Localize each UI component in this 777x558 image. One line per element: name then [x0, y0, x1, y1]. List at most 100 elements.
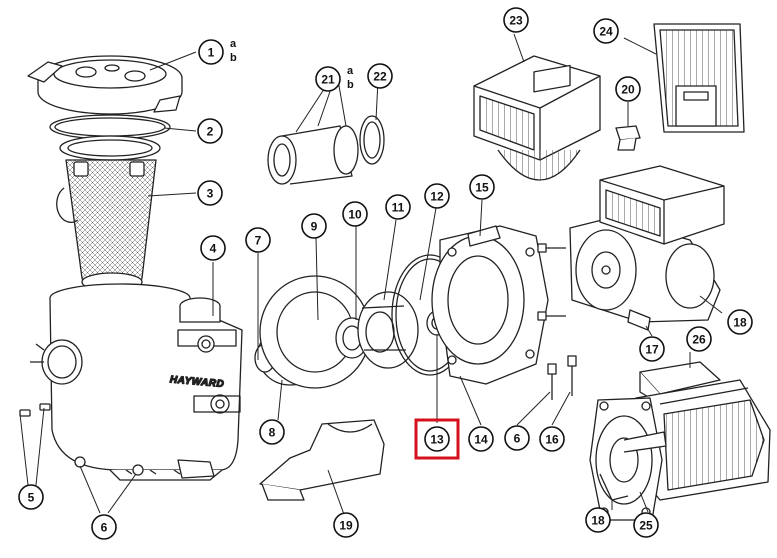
callout-circle — [198, 39, 224, 65]
callout-25: 25 — [633, 512, 659, 538]
callout-circle — [259, 419, 285, 445]
callout-circle — [385, 194, 411, 220]
callout-number: 1 — [208, 46, 215, 60]
callout-number: 3 — [207, 187, 214, 201]
callout-3: 3 — [197, 180, 223, 206]
callout-circle — [18, 484, 44, 510]
callout-circle — [727, 309, 753, 335]
callout-18a: 18 — [727, 309, 753, 335]
impeller — [357, 291, 419, 369]
control-interface-plate — [653, 23, 745, 133]
housing-bolts — [537, 243, 577, 400]
callout-circle — [424, 183, 450, 209]
callout-number: 26 — [692, 333, 706, 347]
callout-1: 1 ab — [198, 38, 237, 65]
callout-number: 6 — [514, 432, 521, 446]
callout-circle — [197, 180, 223, 206]
callout-number: 25 — [639, 519, 653, 533]
callout-number: 16 — [545, 433, 559, 447]
callout-number: 24 — [599, 25, 613, 39]
callout-number: 12 — [430, 190, 444, 204]
leader-lines — [19, 33, 723, 521]
callout-20: 20 — [615, 76, 641, 102]
drive-controller — [473, 55, 601, 181]
callout-5: 5 — [18, 484, 44, 510]
callout-14: 14 — [468, 426, 494, 452]
callout-circle — [633, 512, 659, 538]
callout-17: 17 — [639, 336, 665, 362]
union-fittings — [267, 115, 385, 185]
callout-circle — [245, 227, 271, 253]
callout-number: 10 — [348, 208, 362, 222]
callout-circle — [315, 66, 341, 92]
callout-circle — [469, 174, 495, 200]
callout-number: 21 — [321, 73, 335, 87]
callout-subletter: b — [230, 52, 237, 64]
strainer-basket — [56, 135, 161, 292]
callout-number: 8 — [269, 426, 276, 440]
callout-26: 26 — [686, 326, 712, 352]
callout-number: 11 — [392, 201, 405, 215]
callout-circle — [333, 512, 359, 538]
callout-circle — [342, 201, 368, 227]
callout-circle — [197, 118, 223, 144]
callout-number: 15 — [475, 181, 489, 195]
callout-number: 17 — [645, 343, 659, 357]
callout-19: 19 — [333, 512, 359, 538]
callout-number: 14 — [474, 433, 488, 447]
callout-number: 18 — [591, 514, 605, 528]
callout-subletter: a — [347, 65, 354, 77]
callout-number: 5 — [28, 491, 35, 505]
callout-23: 23 — [503, 7, 529, 33]
callout-4: 4 — [200, 235, 226, 261]
callout-circle — [686, 326, 712, 352]
callout-6a: 6 — [91, 514, 117, 540]
callout-circle — [503, 7, 529, 33]
callout-circle — [424, 426, 450, 452]
callout-circle — [91, 514, 117, 540]
callout-number: 19 — [339, 519, 353, 533]
callout-number: 18 — [733, 316, 747, 330]
callout-15: 15 — [469, 174, 495, 200]
variable-speed-motor — [569, 165, 725, 331]
callout-22: 22 — [367, 63, 393, 89]
callout-number: 7 — [255, 234, 262, 248]
callout-circle — [367, 63, 393, 89]
drain-plugs — [19, 403, 51, 417]
callout-number: 6 — [101, 521, 108, 535]
callout-10: 10 — [342, 201, 368, 227]
callout-11: 11 — [385, 194, 411, 220]
callout-number: 4 — [210, 242, 217, 256]
callout-subletter: a — [230, 38, 237, 50]
brand-label: HAYWARD — [169, 374, 224, 390]
callout-13: 13 — [414, 418, 460, 460]
cable-fitting — [615, 125, 641, 151]
diffuser-group — [254, 275, 371, 389]
seal-plate — [431, 225, 549, 385]
callout-2: 2 — [197, 118, 223, 144]
callout-7: 7 — [245, 227, 271, 253]
callout-16: 16 — [539, 426, 565, 452]
lid-o-ring — [49, 114, 171, 140]
callout-number: 2 — [207, 125, 214, 139]
single-speed-motor — [589, 361, 771, 521]
callout-number: 23 — [509, 14, 523, 28]
callout-circle — [593, 18, 619, 44]
callout-number: 22 — [373, 70, 387, 84]
callout-18b: 18 — [585, 507, 611, 533]
pump-housing — [30, 283, 243, 481]
callout-number: 9 — [311, 220, 318, 234]
callout-9: 9 — [301, 213, 327, 239]
callout-number: 20 — [621, 83, 635, 97]
highlight-box — [414, 418, 460, 460]
callout-8: 8 — [259, 419, 285, 445]
callout-circle — [468, 426, 494, 452]
callout-circle — [585, 507, 611, 533]
callout-circle — [301, 213, 327, 239]
callout-circle — [639, 336, 665, 362]
callout-circle — [539, 426, 565, 452]
callout-circle — [615, 76, 641, 102]
